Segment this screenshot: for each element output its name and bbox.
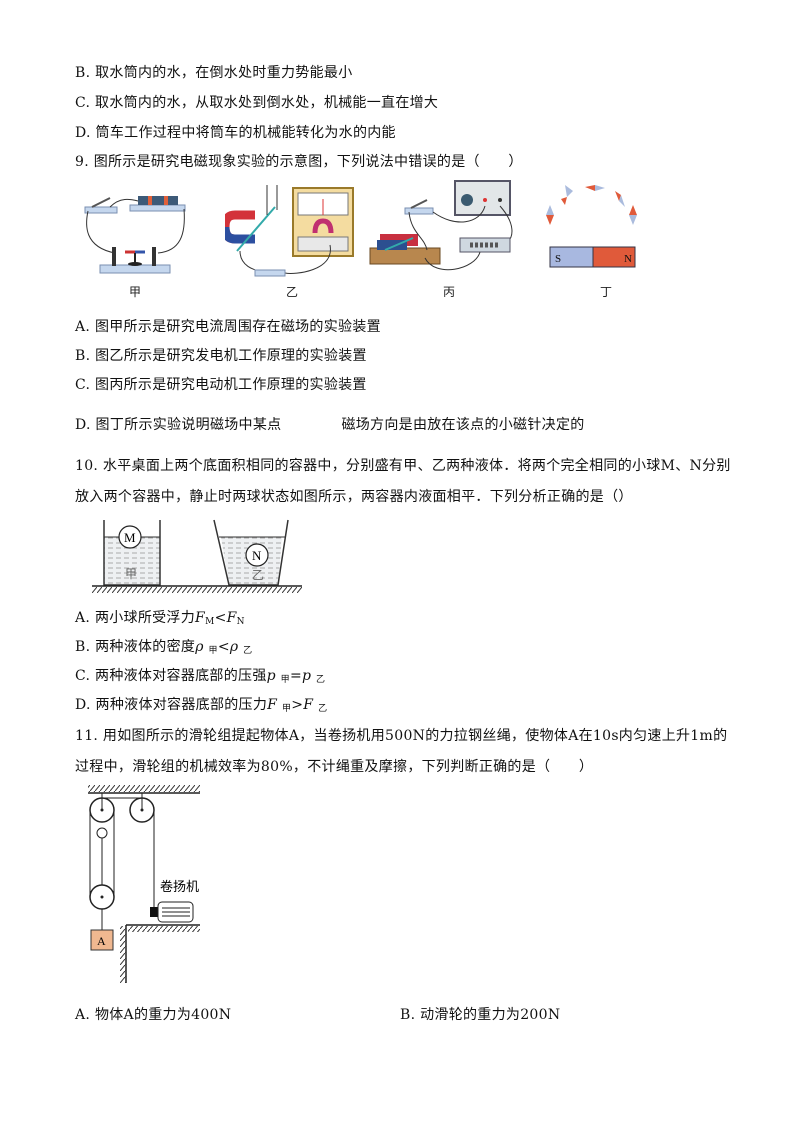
q10-option-a: A. 两小球所受浮力FM<FN [75,609,245,631]
option-text: 取水筒内的水，从取水处到倒水处，机械能一直在增大 [95,95,439,111]
option-label: D. [75,125,91,141]
q9-option-b: B. 图乙所示是研究发电机工作原理的实验装置 [75,347,367,365]
option-text: 磁场方向是由放在该点的小磁针决定的 [341,417,585,433]
math-var: p [266,668,276,684]
figure-ding-magnet-compasses: S N [546,185,637,268]
math-var: F [267,697,278,713]
math-var: F [303,697,314,713]
q9-option-a: A. 图甲所示是研究电流周围存在磁场的实验装置 [75,318,381,336]
math-var: p [302,668,312,684]
option-text: 动滑轮的重力为200N [420,1007,561,1023]
q8-option-b: B. 取水筒内的水，在倒水处时重力势能最小 [75,64,353,82]
math-sub: 甲 [281,704,292,714]
caption-ding: 丁 [600,285,613,299]
svg-text:A: A [97,934,106,948]
option-text: 两种液体对容器底部的压强 [95,668,267,684]
q11-option-b: B. 动滑轮的重力为200N [400,1006,560,1024]
math-op: < [214,610,227,626]
q10-option-b: B. 两种液体的密度ρ 甲<ρ 乙 [75,638,252,660]
option-text: 图乙所示是研究发电机工作原理的实验装置 [95,348,367,364]
option-label: C. [75,95,91,111]
option-label: A. [75,610,91,626]
math-var: F [195,610,206,626]
svg-text:N: N [252,548,262,563]
svg-text:乙: 乙 [252,568,264,582]
caption-yi: 乙 [286,285,299,299]
q9-stem: 9. 图所示是研究电磁现象实验的示意图，下列说法中错误的是（ ） [75,154,523,170]
figure-bing-motor [369,180,513,271]
math-op: = [289,668,303,684]
svg-text:卷扬机: 卷扬机 [160,879,199,895]
q8-option-c: C. 取水筒内的水，从取水处到倒水处，机械能一直在增大 [75,94,438,112]
option-label: A. [75,319,91,335]
option-label: C. [75,377,91,393]
option-text: 物体A的重力为400N [94,1007,232,1023]
figure-two-containers: M 甲 N 乙 [92,519,302,593]
q9-option-d: D. 图丁所示实验说明磁场中某点 磁场方向是由放在该点的小磁针决定的 [75,416,585,434]
math-sub: 甲 [280,675,290,685]
caption-jia: 甲 [129,285,142,299]
option-text: 图丁所示实验说明磁场中某点 [95,417,282,433]
figure-jia-compass-circuit [84,196,186,274]
math-op: < [217,639,230,655]
svg-text:S: S [555,253,561,265]
q10-option-c: C. 两种液体对容器底部的压强p 甲=p 乙 [75,667,325,689]
q11-stem-line2: 过程中，滑轮组的机械效率为80%，不计绳重及摩擦，下列判断正确的是（ ） [75,759,594,775]
math-sub: 乙 [316,675,326,685]
q10-stem-line2: 放入两个容器中，静止时两球状态如图所示，两容器内液面相平．下列分析正确的是（） [75,489,633,505]
math-sub: 乙 [318,704,328,714]
option-label: B. [400,1007,416,1023]
option-text: 图甲所示是研究电流周围存在磁场的实验装置 [94,319,381,335]
svg-text:N: N [624,253,632,265]
caption-bing: 丙 [443,285,456,299]
math-op: > [291,697,304,713]
figure-pulley-winch: A 卷扬机 [88,785,200,983]
option-text: 两种液体对容器底部的压力 [95,697,268,713]
math-var: ρ [229,639,239,655]
option-text: 两种液体的密度 [95,639,196,655]
q10-option-d: D. 两种液体对容器底部的压力F 甲>F 乙 [75,696,327,718]
option-text: 取水筒内的水，在倒水处时重力势能最小 [95,65,353,81]
option-text: 图丙所示是研究电动机工作原理的实验装置 [95,377,367,393]
q9-option-c: C. 图丙所示是研究电动机工作原理的实验装置 [75,376,367,394]
option-label: B. [75,348,91,364]
option-label: C. [75,668,91,684]
math-sub: 甲 [208,646,218,656]
q11-option-a: A. 物体A的重力为400N [75,1006,231,1024]
option-text: 筒车工作过程中将筒车的机械能转化为水的内能 [95,125,396,141]
math-sub: N [236,617,245,627]
q8-option-d: D. 筒车工作过程中将筒车的机械能转化为水的内能 [75,124,396,142]
option-label: D. [75,697,91,713]
svg-text:甲: 甲 [125,567,137,581]
option-label: B. [75,65,91,81]
q11-stem-line1: 11. 用如图所示的滑轮组提起物体A，当卷扬机用500N的力拉钢丝绳，使物体A在… [75,728,728,744]
option-label: D. [75,417,91,433]
option-text: 两小球所受浮力 [94,610,196,626]
option-label: A. [75,1007,91,1023]
math-sub: 乙 [243,646,253,656]
math-var: F [226,610,237,626]
svg-text:M: M [124,530,136,545]
math-sub: M [205,617,215,627]
figure-yi-generator [225,185,354,277]
option-label: B. [75,639,91,655]
q10-stem-line1: 10. 水平桌面上两个底面积相同的容器中，分别盛有甲、乙两种液体．将两个完全相同… [75,458,731,474]
math-var: ρ [195,639,204,655]
